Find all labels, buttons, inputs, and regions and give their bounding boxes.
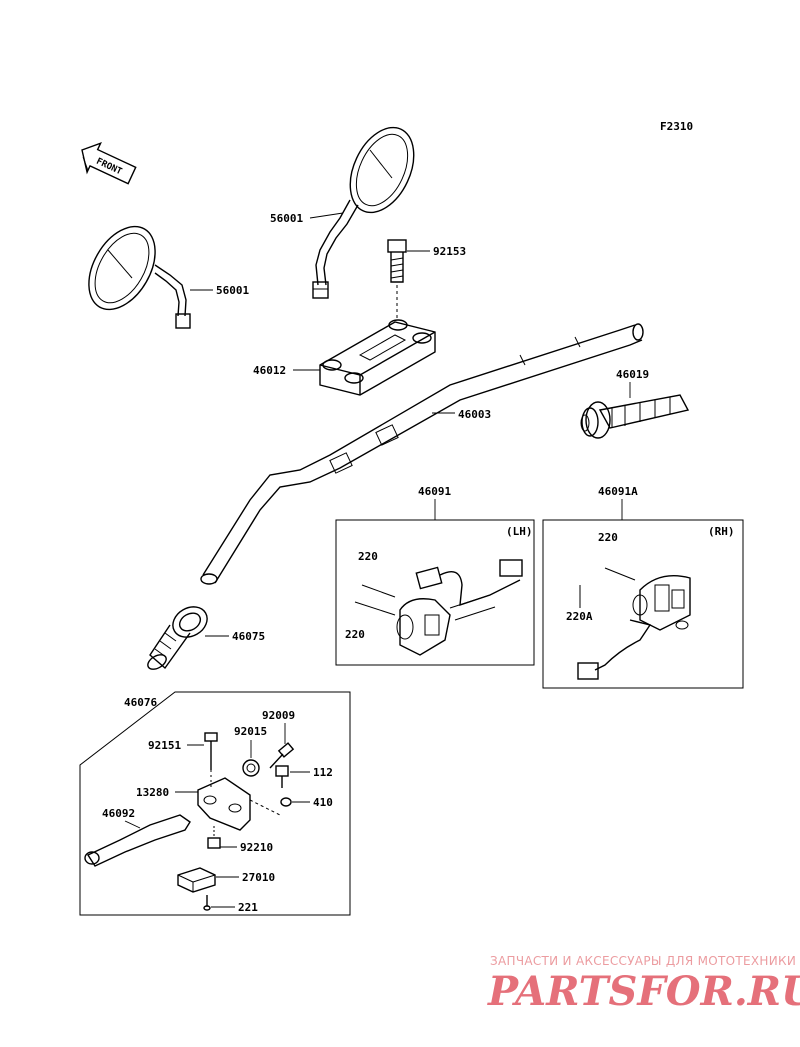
tag-lh: (LH) bbox=[506, 525, 533, 538]
mirror-left bbox=[88, 225, 191, 329]
rh-screw-a-shape bbox=[604, 567, 636, 581]
label-switch-27010: 27010 bbox=[242, 871, 275, 884]
handlebar-46003 bbox=[200, 323, 644, 585]
label-bolt-92009: 92009 bbox=[262, 709, 295, 722]
label-bolt-92151: 92151 bbox=[148, 739, 181, 752]
label-lh-screw-b: 220 bbox=[345, 628, 365, 641]
label-lever-assy: 46076 bbox=[124, 696, 157, 709]
bracket-13280 bbox=[197, 777, 281, 831]
holder-46012 bbox=[319, 319, 436, 396]
label-collar-92015: 92015 bbox=[234, 725, 267, 738]
lh-screw-b-shape bbox=[354, 601, 396, 616]
mirror-right bbox=[312, 126, 415, 299]
washer-410 bbox=[280, 797, 292, 807]
bolt-92009 bbox=[269, 742, 295, 769]
switch-rh-46091a bbox=[577, 575, 691, 680]
label-rh-screw-b: 220A bbox=[566, 610, 593, 623]
grip-left-46075 bbox=[147, 606, 208, 670]
label-mirror-right: 56001 bbox=[270, 212, 303, 225]
lever-46092 bbox=[84, 814, 191, 867]
label-screw-221: 221 bbox=[238, 901, 258, 914]
screw-112 bbox=[275, 765, 289, 788]
bolt-92151 bbox=[204, 732, 218, 790]
switch-lh-46091 bbox=[396, 559, 523, 656]
label-lh-screw-a: 220 bbox=[358, 550, 378, 563]
bolt-92153 bbox=[387, 239, 407, 318]
lever-assy-box bbox=[79, 691, 351, 916]
bushing-92210 bbox=[207, 826, 221, 849]
figure-code: F2310 bbox=[660, 120, 693, 133]
lh-screw-a-shape bbox=[361, 584, 396, 598]
front-arrow-icon: FRONT bbox=[81, 141, 137, 185]
label-grip-left: 46075 bbox=[232, 630, 265, 643]
label-handlebar: 46003 bbox=[458, 408, 491, 421]
label-lever-46092: 46092 bbox=[102, 807, 135, 820]
label-bushing-92210: 92210 bbox=[240, 841, 273, 854]
label-bolt-92153: 92153 bbox=[433, 245, 466, 258]
label-bracket-13280: 13280 bbox=[136, 786, 169, 799]
tag-rh: (RH) bbox=[708, 525, 735, 538]
label-screw-112: 112 bbox=[313, 766, 333, 779]
label-switch-lh: 46091 bbox=[418, 485, 451, 498]
watermark-brand: PARTSFOR.RU bbox=[487, 968, 800, 1015]
label-washer-410: 410 bbox=[313, 796, 333, 809]
label-switch-rh: 46091A bbox=[598, 485, 638, 498]
label-mirror-left: 56001 bbox=[216, 284, 249, 297]
label-rh-screw-a: 220 bbox=[598, 531, 618, 544]
screw-221 bbox=[203, 895, 211, 911]
label-holder: 46012 bbox=[253, 364, 286, 377]
switch-27010 bbox=[177, 867, 216, 893]
collar-92015 bbox=[242, 759, 260, 777]
switch-rh-box bbox=[542, 519, 744, 689]
grip-throttle-46019 bbox=[580, 394, 690, 439]
switch-lh-box bbox=[335, 519, 535, 666]
label-grip-throttle: 46019 bbox=[616, 368, 649, 381]
watermark-caption: ЗАПЧАСТИ И АКСЕССУАРЫ ДЛЯ МОТОТЕХНИКИ bbox=[490, 954, 796, 968]
